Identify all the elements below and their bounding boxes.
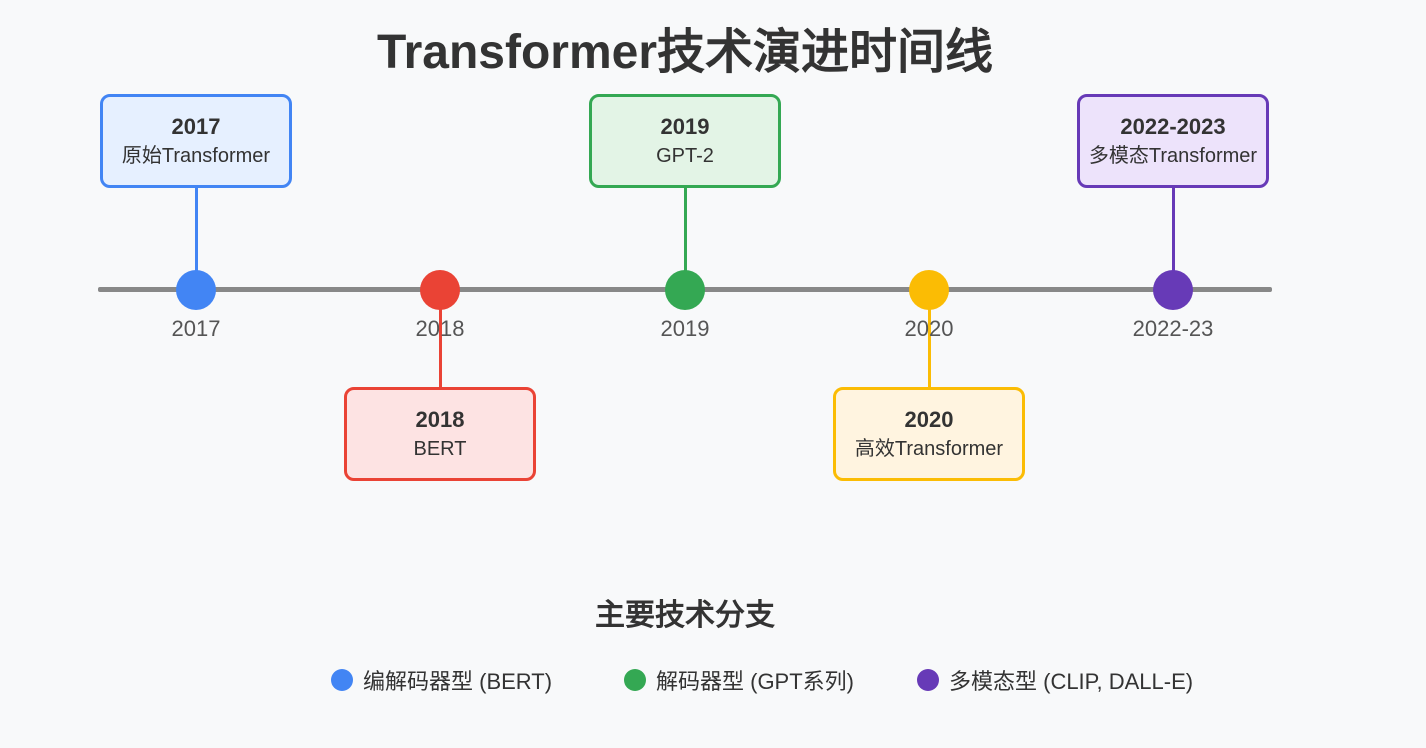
event-connector — [438, 290, 442, 387]
event-year: 2022-2023 — [1120, 114, 1226, 139]
axis-year-label: 2017 — [171, 316, 221, 341]
legend-color-dot — [331, 669, 353, 691]
legend-item: 编解码器型 (BERT) — [331, 664, 552, 696]
legend-label: 编解码器型 (BERT) — [363, 669, 553, 694]
axis-year-label: 2018 — [415, 316, 465, 341]
event-name: 多模态Transformer — [1088, 145, 1258, 167]
legend-item: 解码器型 (GPT系列) — [624, 664, 854, 696]
event-name: 高效Transformer — [854, 438, 1004, 460]
timeline-dot — [1153, 270, 1193, 310]
event-connector — [927, 290, 931, 387]
diagram-title: Transformer技术演进时间线 — [376, 26, 994, 79]
legend-color-dot — [624, 669, 646, 691]
event-name: GPT-2 — [656, 145, 714, 167]
legend-title: 主要技术分支 — [595, 599, 775, 632]
event-connector — [1171, 188, 1175, 290]
legend-label: 解码器型 (GPT系列) — [656, 669, 854, 694]
legend-label: 多模态型 (CLIP, DALL-E) — [949, 669, 1194, 694]
axis-year-label: 2020 — [904, 316, 954, 341]
event-year: 2018 — [415, 407, 465, 432]
legend-color-dot — [917, 669, 939, 691]
event-connector — [683, 188, 687, 290]
timeline-dot — [665, 270, 705, 310]
event-box: 2017 原始Transformer — [100, 94, 292, 188]
event-box: 2020 高效Transformer — [833, 387, 1025, 481]
axis-year-label: 2019 — [660, 316, 710, 341]
timeline-dot — [909, 270, 949, 310]
event-year: 2020 — [904, 407, 954, 432]
event-name: 原始Transformer — [121, 145, 271, 167]
timeline-dot — [420, 270, 460, 310]
legend-item: 多模态型 (CLIP, DALL-E) — [917, 664, 1193, 696]
event-name: BERT — [413, 438, 467, 460]
event-year: 2017 — [171, 114, 221, 139]
timeline-dot — [176, 270, 216, 310]
event-connector — [194, 188, 198, 290]
event-year: 2019 — [660, 114, 710, 139]
event-box: 2022-2023 多模态Transformer — [1077, 94, 1269, 188]
axis-year-label: 2022-23 — [1132, 316, 1214, 341]
